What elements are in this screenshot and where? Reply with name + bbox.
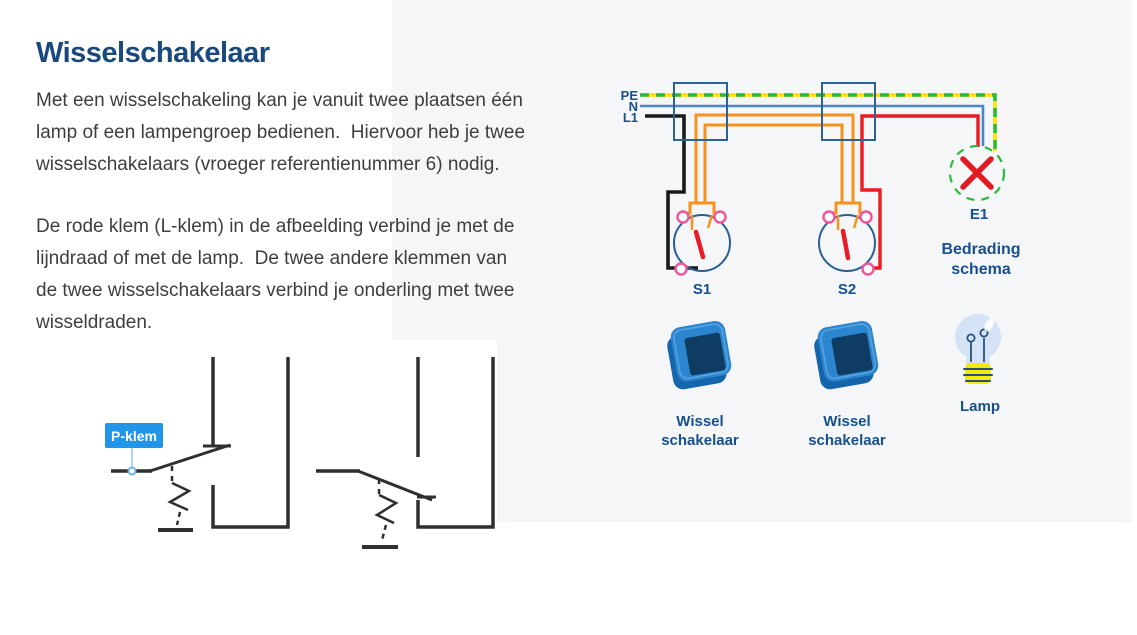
body-paragraph: De rode klem (L-klem) in de afbeelding v…: [36, 211, 514, 339]
legend: Wissel schakelaar Wissel schakelaar Lamp: [661, 314, 1001, 449]
illustration-background-panel: [392, 0, 1132, 522]
junction-box-1: [673, 82, 728, 141]
p-klem-schematic: P-klem: [105, 357, 495, 549]
s1-terminal: [676, 210, 690, 224]
lamp-caption: Lamp: [960, 398, 1000, 415]
right-lever: [357, 469, 433, 502]
n-wire-label: N: [629, 99, 638, 114]
schematic-figure-background: [335, 340, 497, 530]
s2-lever: [840, 228, 851, 261]
right-frame: [416, 357, 495, 529]
left-lever: [149, 443, 231, 473]
p-klem-chip[interactable]: [105, 423, 163, 448]
s1-terminal: [713, 210, 727, 224]
s1-lever: [693, 229, 706, 260]
body-line: wisseldraden.: [36, 312, 153, 333]
pe-wire-label: PE: [621, 88, 639, 103]
switch1-caption-line1: Wissel: [676, 413, 723, 430]
body-line: De rode klem (L-klem) in de afbeelding v…: [36, 216, 515, 237]
body-line: de twee wisselschakelaars verbind je ond…: [36, 280, 515, 301]
switch2-caption-line1: Wissel: [823, 413, 870, 430]
left-actuator-spring: [167, 481, 192, 512]
diagram-caption-line2: schema: [951, 261, 1011, 278]
light-bulb-icon: [955, 314, 1001, 384]
l1-wire-label: L1: [623, 110, 638, 125]
s2-terminal: [822, 210, 836, 224]
s1-contact-stub-right: [706, 214, 714, 229]
switch-s2-symbol: [818, 201, 876, 276]
switch-s1-symbol: [673, 201, 731, 276]
wiring-diagram: PE N L1 E1 S1 S2 Bedrading schema: [621, 82, 1021, 298]
p-klem-anchor-dot: [127, 466, 137, 476]
rocker-switch-icon: [814, 321, 879, 390]
traveler-wire-1: [694, 113, 855, 204]
body-line: lijndraad of met de lamp. De twee andere…: [36, 248, 508, 269]
lamp-symbol-e1: [948, 144, 1006, 202]
s1-terminal: [674, 262, 688, 276]
pe-wire: [640, 93, 997, 151]
switch1-caption-line2: schakelaar: [661, 432, 739, 449]
page-title: Wisselschakelaar: [36, 37, 270, 70]
n-wire: [640, 104, 985, 146]
p-klem-chip-label: P-klem: [111, 428, 157, 444]
red-switched-wire: [860, 114, 980, 270]
s2-contact-stub-right: [852, 214, 860, 229]
switch2-id-label: S2: [838, 281, 856, 298]
switch1-id-label: S1: [693, 281, 711, 298]
s2-terminal: [859, 210, 873, 224]
left-actuator-dash2: [175, 511, 182, 526]
switch2-caption-line2: schakelaar: [808, 432, 886, 449]
l1-wire: [645, 114, 698, 270]
lamp-id-label: E1: [970, 206, 988, 223]
right-actuator-spring: [374, 493, 399, 525]
intro-paragraph: Met een wisselschakeling kan je vanuit t…: [36, 85, 525, 181]
right-actuator-dash2: [380, 524, 388, 541]
s2-terminal: [861, 262, 875, 276]
diagram-caption-line1: Bedrading: [941, 241, 1020, 258]
left-frame: [211, 357, 290, 529]
traveler-wire-2: [703, 123, 844, 204]
schematic-switch-right: [316, 357, 495, 549]
rocker-switch-icon: [667, 321, 732, 390]
intro-line: Met een wisselschakeling kan je vanuit t…: [36, 90, 523, 111]
intro-line: wisselschakelaars (vroeger referentienum…: [36, 154, 500, 175]
p-klem-annotation[interactable]: P-klem: [105, 423, 163, 476]
junction-box-2: [821, 82, 876, 141]
intro-line: lamp of een lampengroep bedienen. Hiervo…: [36, 122, 526, 143]
